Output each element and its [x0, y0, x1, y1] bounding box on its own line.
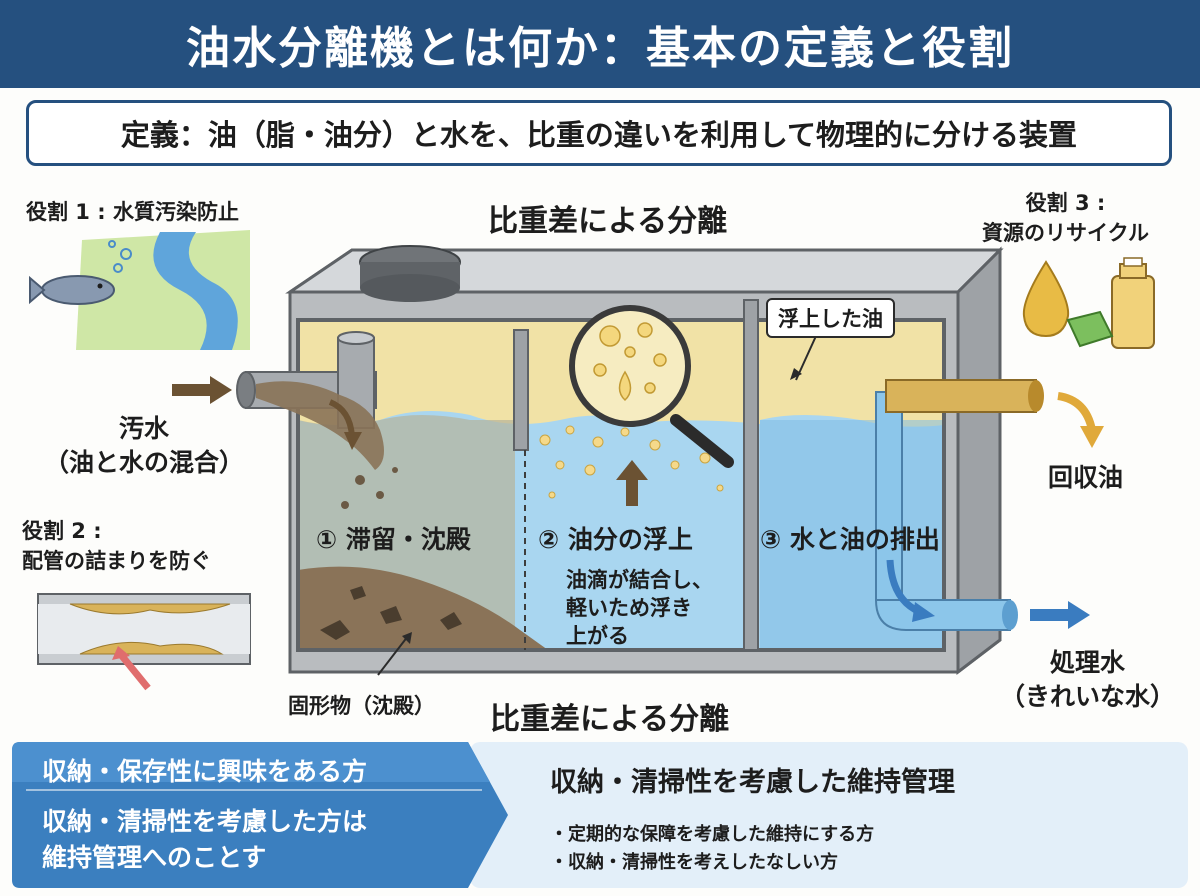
recycle-illustration	[1022, 257, 1155, 349]
river-fish-illustration	[29, 230, 250, 350]
inlet-label: 汚水 （油と水の混合）	[44, 414, 245, 477]
oil-out-arrow	[1057, 392, 1096, 431]
sediment-stone	[350, 586, 366, 600]
role1-label: 役割 1 : 水質汚染防止	[26, 200, 239, 224]
role2-label: 役割 2 : 配管の詰まりを防ぐ	[22, 519, 211, 573]
floating-oil-pointer-head	[790, 368, 802, 380]
inlet-arrow-shaft	[172, 384, 212, 396]
outlet-opening	[1002, 600, 1018, 630]
oil-droplets	[539, 425, 724, 499]
stage2-label: ② 油分の浮上	[538, 525, 693, 554]
bottle-icon	[1111, 275, 1155, 349]
oil-recovery-pipe	[885, 379, 1037, 413]
definition-box: 定義：油（脂・油分）と水を、比重の違いを利用して物理的に分ける装置	[26, 100, 1172, 166]
sludge-flow	[256, 381, 384, 470]
outlet-flow-arrow-head	[912, 602, 935, 622]
clog-arrow	[119, 653, 151, 691]
maintenance-bullet-2: ・収納・清掃性を考えしたなしい方	[550, 852, 838, 873]
sediment-stone	[380, 606, 402, 624]
magnified-droplets	[593, 322, 667, 402]
oil-drop-icon	[1022, 260, 1070, 338]
sludge-drop	[341, 501, 349, 509]
sediment-stone	[320, 620, 350, 640]
sediment-pointer-head	[402, 632, 412, 644]
baffle-1	[513, 329, 529, 451]
tank-lid-bottom	[360, 274, 460, 302]
rise-arrow-shaft	[626, 478, 638, 506]
banner-arrow-shape	[12, 742, 508, 888]
water-out-arrow-shaft	[1030, 609, 1070, 621]
diagram-bottom-label: 比重差による分離	[490, 702, 730, 737]
interest-line-1: 収納・保存性に興味をある方	[42, 757, 368, 786]
maintenance-heading: 収納・清掃性を考慮した維持管理	[550, 767, 955, 798]
stage2-description: 油滴が結合し、 軽いため浮き 上がる	[566, 568, 713, 648]
title-bar: 油水分離機とは何か：基本の定義と役割	[0, 0, 1200, 88]
clogged-pipe-illustration	[37, 593, 251, 691]
sediment-label: 固形物（沈殿）	[288, 694, 435, 718]
definition-text: 定義：油（脂・油分）と水を、比重の違いを利用して物理的に分ける装置	[120, 118, 1078, 152]
flow-arrow-down	[328, 399, 355, 437]
rise-arrow-head	[616, 460, 648, 480]
sludge-drop	[376, 491, 384, 499]
inlet-opening	[236, 371, 256, 409]
floating-oil-label: 浮上した油	[766, 298, 895, 338]
baffle-2	[743, 299, 759, 651]
oil-pipe-opening	[1028, 380, 1044, 412]
sludge-drop	[392, 467, 398, 473]
magnifier-handle	[670, 414, 734, 468]
interest-line-2: 収納・清掃性を考慮した方は 維持管理へのことす	[42, 807, 368, 872]
sludge-drop	[355, 475, 365, 485]
recovered-oil-label: 回収油	[1048, 463, 1124, 492]
soap-icon	[1066, 310, 1114, 348]
role3-label: 役割 3 : 資源のリサイクル	[982, 191, 1149, 245]
sediment-pointer	[377, 635, 409, 676]
sediment-stone	[440, 612, 462, 630]
maintenance-bullet-1: ・定期的な保障を考慮した維持にする方	[550, 824, 875, 845]
stage3-label: ③ 水と油の排出	[760, 525, 940, 554]
stage1-label: ① 滞留・沈殿	[316, 525, 471, 554]
outlet-pipe	[874, 599, 1011, 631]
flow-arrow-down-head	[344, 432, 362, 450]
fish-icon	[41, 275, 115, 305]
treated-water-label: 処理水 （きれいな水）	[1000, 648, 1176, 711]
inlet-arrow-head	[210, 376, 232, 404]
diagram-top-label: 比重差による分離	[488, 204, 728, 239]
oil-out-arrow-head	[1080, 426, 1104, 448]
maintenance-panel: 収納・清掃性を考慮した維持管理 ・定期的な保障を考慮した維持にする方 ・収納・清…	[470, 742, 1188, 888]
water-out-arrow-head	[1068, 601, 1090, 629]
tank-side	[956, 246, 1002, 676]
interest-banner: 収納・保存性に興味をある方 収納・清掃性を考慮した方は 維持管理へのことす	[12, 742, 512, 888]
magnifier-lens	[569, 305, 691, 427]
inlet-tee-top	[337, 331, 375, 345]
page-title: 油水分離機とは何か：基本の定義と役割	[186, 23, 1014, 74]
